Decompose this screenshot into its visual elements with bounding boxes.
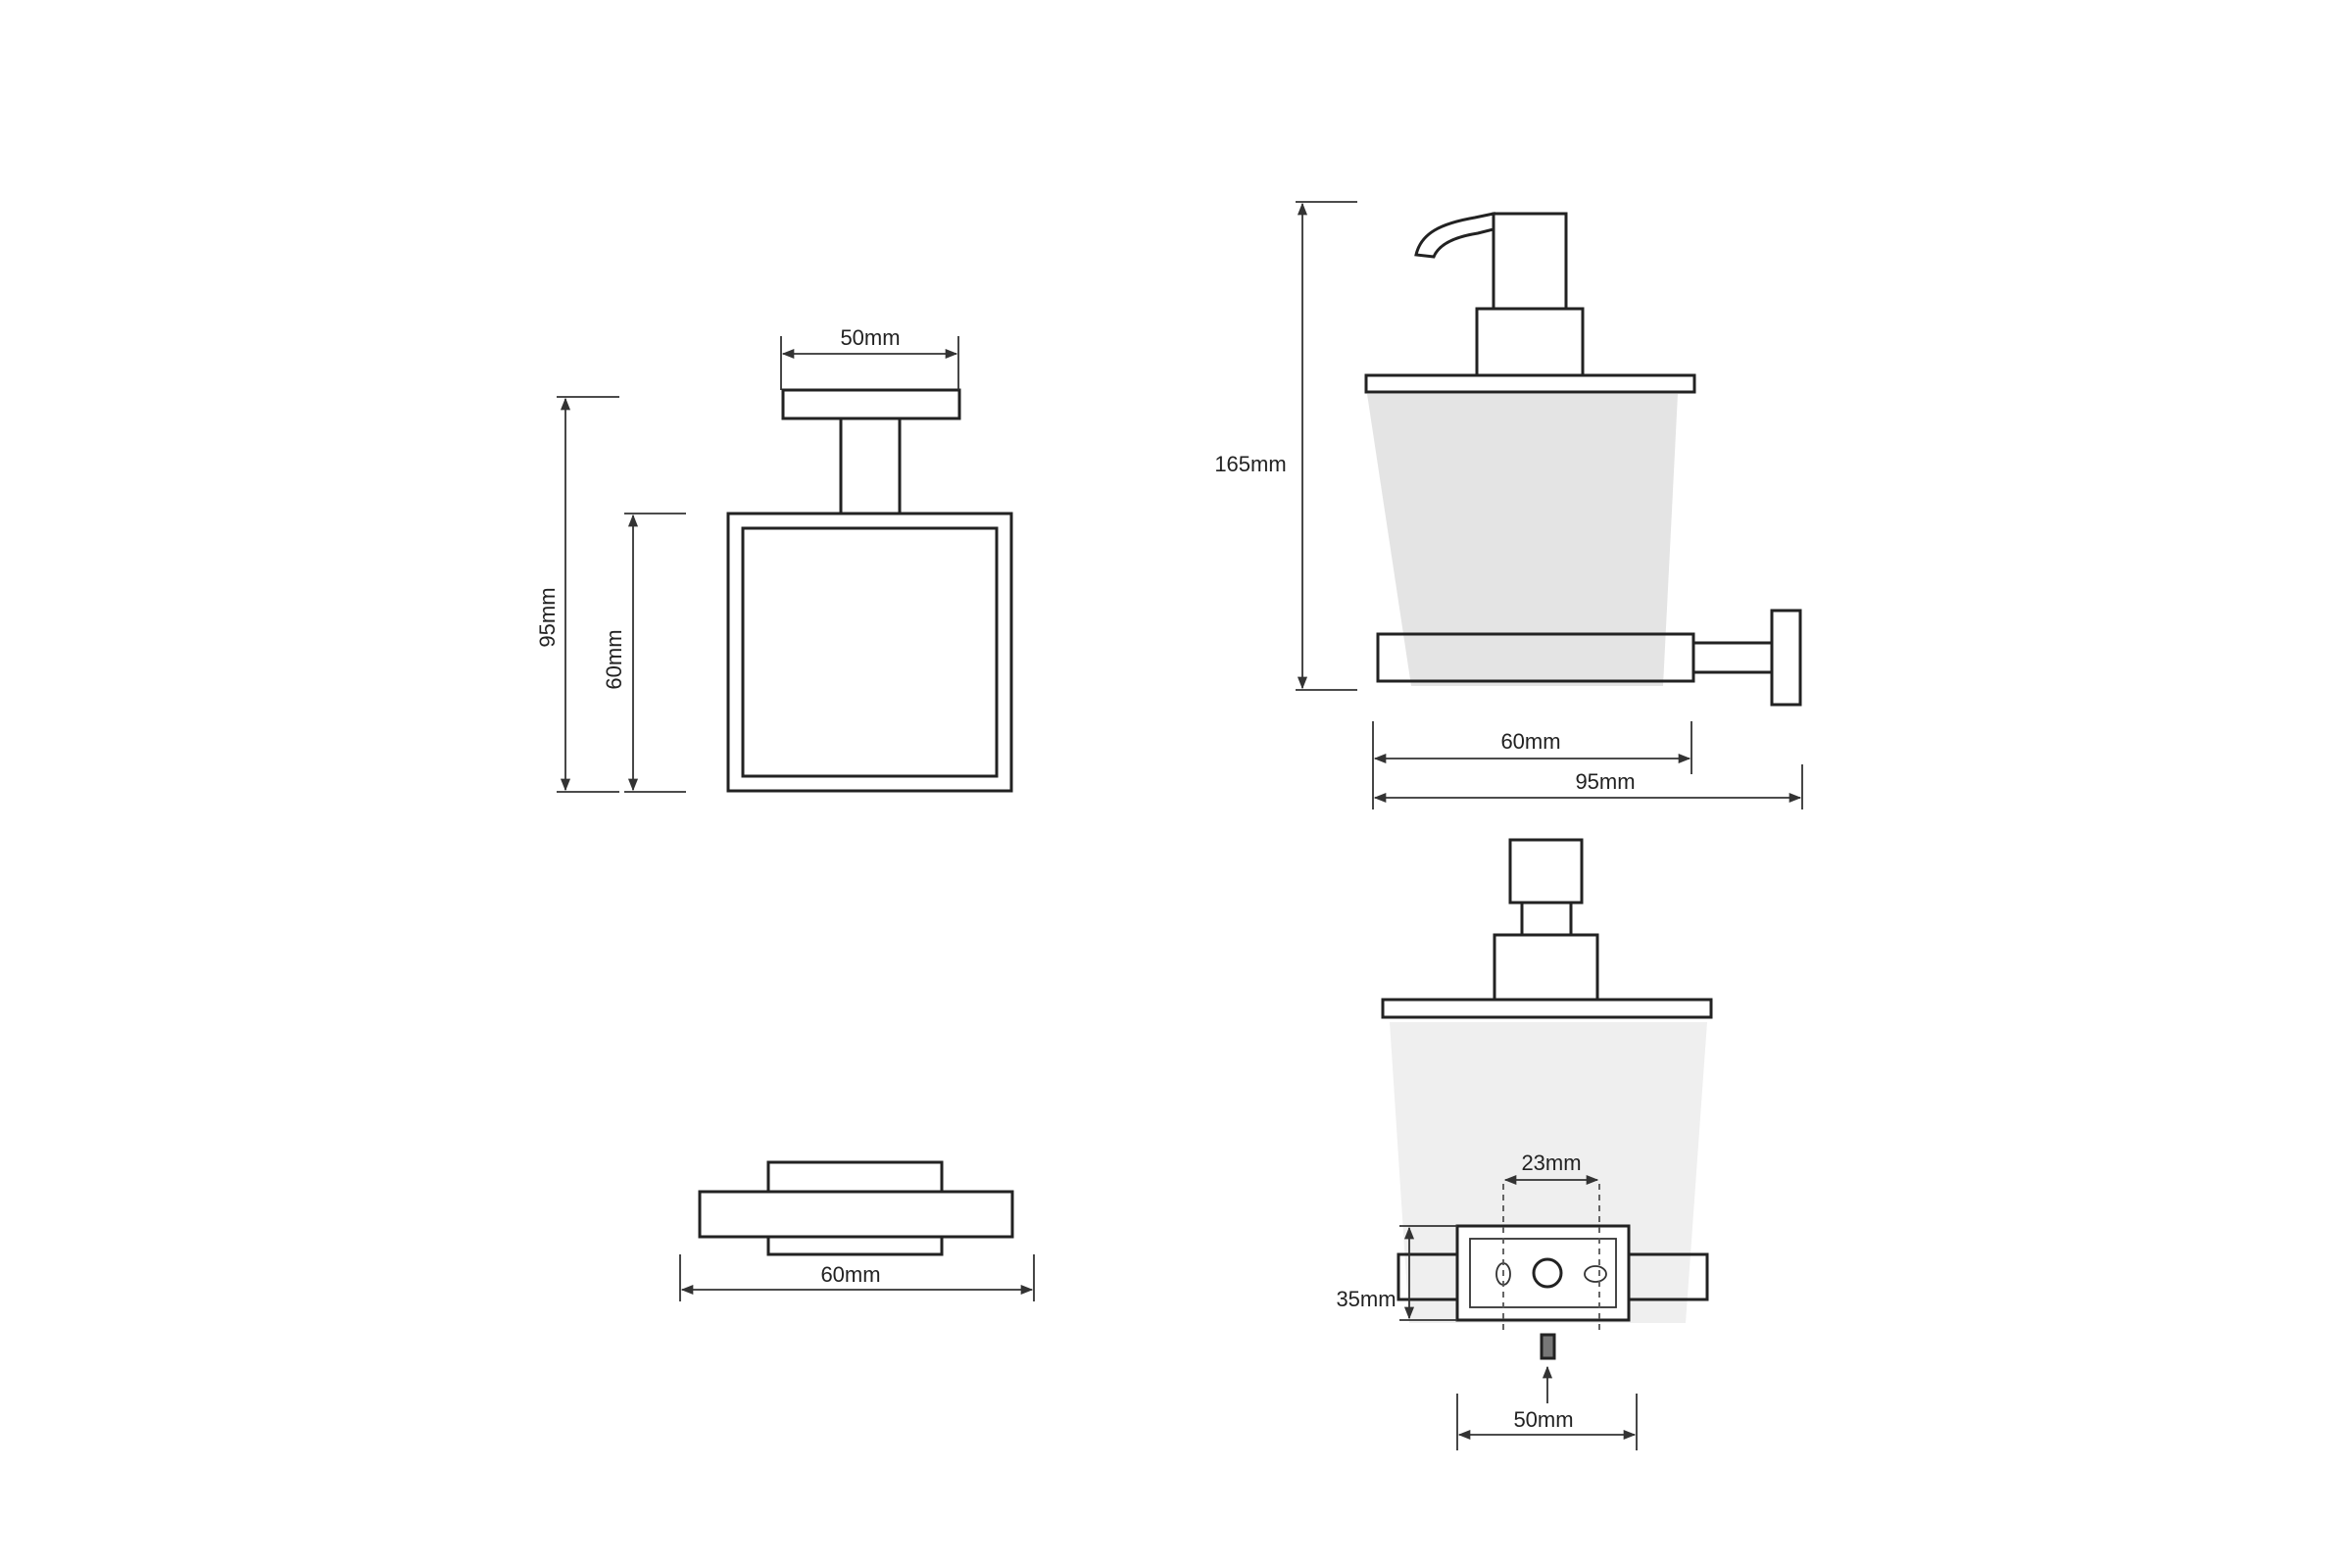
front-height-label: 95mm xyxy=(535,587,560,647)
rear-hole-spacing-label: 23mm xyxy=(1521,1151,1581,1175)
glass-container xyxy=(1367,394,1678,686)
top-holder-bar xyxy=(698,1190,1014,1239)
mount-hole-center xyxy=(1532,1257,1563,1289)
side-wall-plate xyxy=(1770,609,1802,707)
support-arm xyxy=(839,416,902,515)
rear-pump-head xyxy=(1508,838,1584,905)
side-height-label: 165mm xyxy=(1214,452,1286,476)
rear-plate-width-label: 50mm xyxy=(1513,1407,1573,1432)
front-holder-height-label: 60mm xyxy=(602,629,626,689)
rear-pump-collar xyxy=(1493,933,1599,1002)
rear-view: 23mm 35mm 50mm xyxy=(1336,838,1713,1450)
wall-plate xyxy=(781,388,961,420)
rear-container-lid xyxy=(1381,998,1713,1019)
side-holder-depth-label: 60mm xyxy=(1500,729,1560,754)
pump-collar xyxy=(1475,307,1585,377)
top-wall-plate-upper xyxy=(766,1160,944,1194)
pump-head xyxy=(1492,212,1568,311)
front-view: 50mm 95mm 60mm xyxy=(535,325,1013,793)
front-width-label: 50mm xyxy=(840,325,900,350)
rear-pump-neck xyxy=(1520,901,1573,937)
set-screw xyxy=(1540,1333,1556,1360)
pump-spout xyxy=(1414,212,1495,259)
mounting-plate-inner xyxy=(1469,1238,1617,1308)
mounting-plate xyxy=(1455,1224,1631,1322)
top-view: 60mm xyxy=(679,1160,1035,1301)
side-arm xyxy=(1691,641,1774,674)
holder-frame-outer xyxy=(726,512,1013,793)
container-lid xyxy=(1364,373,1696,394)
mount-hole-right xyxy=(1584,1265,1607,1283)
side-total-depth-label: 95mm xyxy=(1575,769,1635,794)
top-width-label: 60mm xyxy=(820,1262,880,1287)
rear-plate-height-label: 35mm xyxy=(1336,1287,1396,1311)
holder-frame-inner xyxy=(741,526,999,778)
side-view: 165mm 60mm 95mm xyxy=(1214,201,1803,809)
